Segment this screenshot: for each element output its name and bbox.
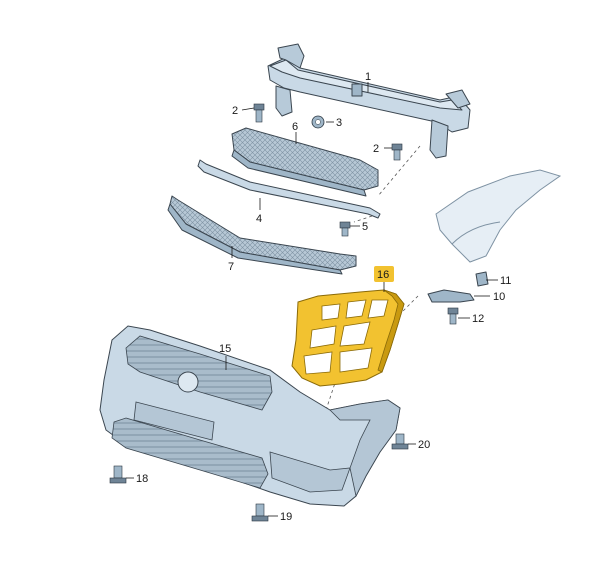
screw-19 [251, 503, 269, 522]
callout-16: 16 [377, 269, 389, 281]
callout-3: 3 [336, 117, 342, 129]
callout-6: 6 [292, 121, 298, 133]
screw-18 [109, 465, 127, 484]
fender-outline [435, 169, 562, 263]
guide-line-1 [377, 145, 421, 197]
lower-spoiler-edge [167, 203, 343, 275]
screw-12 [447, 307, 459, 325]
callout-11: 11 [500, 275, 511, 287]
clip-part [475, 271, 489, 287]
bracket-flange [377, 289, 405, 373]
guide-bracket-body [427, 289, 475, 303]
assembly-guide-lines [325, 145, 421, 411]
bumper-emblem [177, 371, 199, 393]
bumper-cover [99, 325, 401, 507]
bracket-hole-1 [321, 303, 341, 321]
guard-edge [231, 149, 367, 197]
leader-2a [241, 107, 255, 111]
guard-part [231, 127, 379, 197]
callout-1: 1 [365, 71, 371, 83]
spoiler-strip-body [197, 159, 381, 219]
callout-4: 4 [256, 213, 262, 225]
screw-2b [391, 143, 403, 161]
callout-labels: 1 2 2 3 4 5 6 7 10 11 12 15 16 18 19 20 [136, 71, 511, 523]
clip-body [475, 271, 489, 287]
callout-15: 15 [219, 343, 231, 355]
bracket-hole-3 [367, 299, 389, 319]
screw-2a [253, 103, 265, 123]
callout-20: 20 [418, 439, 430, 451]
bracket-hole-4 [309, 325, 337, 349]
callout-12: 12 [472, 313, 484, 325]
guide-line-4 [401, 295, 419, 313]
lower-spoiler [167, 195, 357, 275]
fender-arch [451, 221, 501, 245]
bumper-lower-grille [111, 417, 269, 489]
highlighted-bracket [291, 289, 405, 387]
callout-7: 7 [228, 261, 234, 273]
bracket-hole-6 [303, 351, 333, 375]
beam-right-mount [429, 119, 449, 159]
beam-center-clip [351, 83, 363, 97]
bumper-right-corner [329, 399, 401, 498]
bracket-hole-5 [339, 321, 371, 347]
fasteners [109, 103, 459, 522]
beam-left-bracket [277, 43, 305, 69]
beam-body [267, 57, 471, 133]
beam-right-bracket [445, 89, 471, 109]
callout-2b: 2 [373, 143, 379, 155]
screw-20 [391, 433, 409, 450]
callout-19: 19 [280, 511, 292, 523]
fender-body [435, 169, 562, 263]
callout-16-tag [374, 266, 394, 282]
beam-left-mount [275, 85, 293, 117]
bumper-plate-area [133, 401, 215, 441]
callout-2a: 2 [232, 105, 238, 117]
callout-5: 5 [362, 221, 368, 233]
screw-5 [339, 221, 351, 237]
bracket-hole-2 [345, 299, 367, 319]
spoiler-strip [197, 159, 381, 219]
callout-10: 10 [493, 291, 505, 303]
reinforcement-beam [267, 43, 471, 159]
bumper-right-vent [269, 451, 351, 493]
bracket-hole-7 [339, 347, 373, 373]
nut-3 [311, 115, 325, 129]
bumper-upper-grille [125, 335, 273, 411]
leader-lines [126, 82, 498, 517]
callout-18: 18 [136, 473, 148, 485]
guide-bracket [427, 289, 475, 303]
